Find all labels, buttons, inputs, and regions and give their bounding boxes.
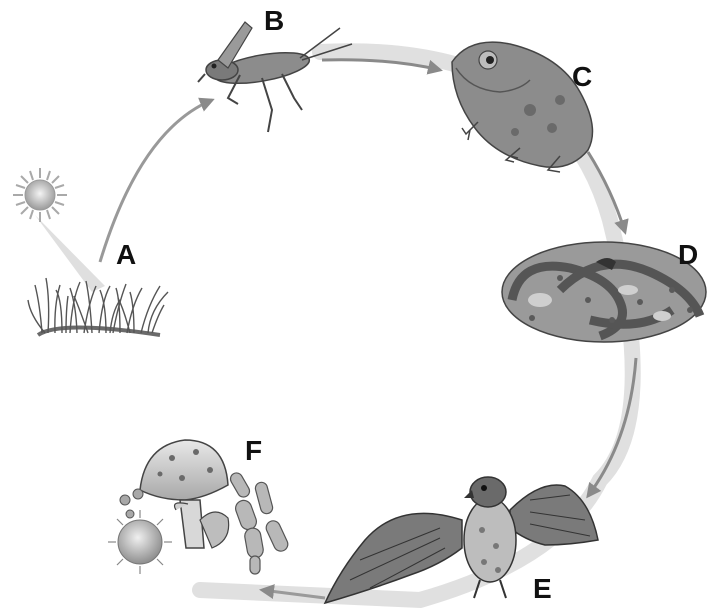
label-d: D: [678, 239, 698, 270]
sun-icon: [13, 168, 105, 292]
label-c: C: [572, 61, 592, 92]
label-e: E: [533, 573, 552, 604]
snake-icon: [502, 242, 706, 342]
grasshopper-icon: [198, 22, 352, 132]
arrow-a-to-b: [100, 100, 212, 262]
label-f: F: [245, 435, 262, 466]
label-b: B: [264, 5, 284, 36]
label-a: A: [116, 239, 136, 270]
